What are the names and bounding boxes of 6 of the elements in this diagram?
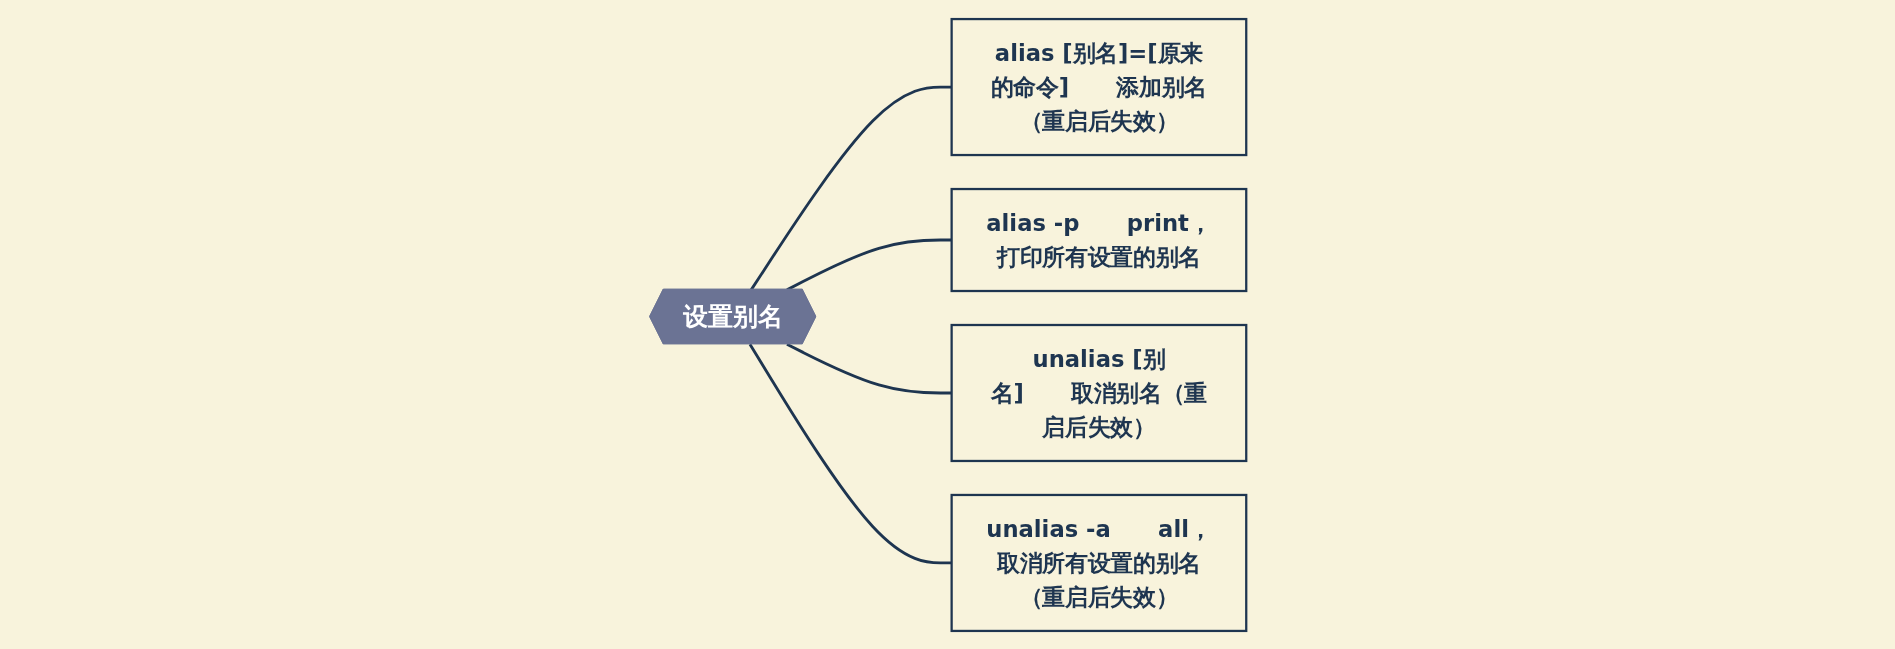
node-box: alias [别名]=[原来的命令] 添加别名（重启后失效）: [950, 17, 1247, 156]
connector: [785, 342, 952, 394]
node-box: unalias -a all，取消所有设置的别名（重启后失效）: [950, 493, 1247, 632]
connector: [748, 343, 952, 564]
node-box: unalias [别名] 取消别名（重启后失效）: [950, 323, 1247, 462]
node-box: alias -p print，打印所有设置的别名: [950, 187, 1247, 292]
